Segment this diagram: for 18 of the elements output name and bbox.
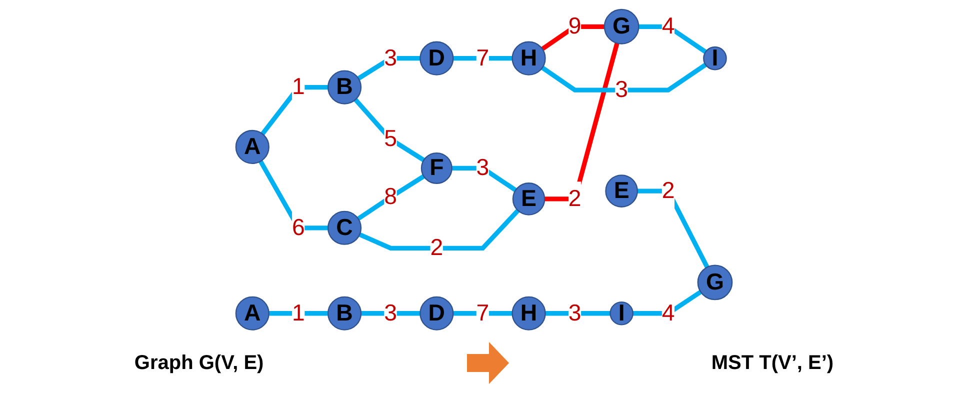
node-circle: D (420, 296, 454, 330)
node-circle: E (605, 174, 638, 208)
node-circle: B (327, 70, 362, 104)
node-circle: H (512, 41, 546, 76)
node-circle: I (610, 301, 634, 326)
node-circle: A (235, 130, 270, 164)
node-circle: H (512, 296, 546, 330)
node-circle: G (604, 8, 640, 44)
graph-caption: MST T(V’, E’) (711, 352, 834, 374)
node-circle: F (420, 152, 452, 184)
node-circle: B (327, 296, 362, 330)
node-circle: A (235, 296, 270, 330)
node-circle: E (512, 182, 546, 216)
node-circle: G (697, 264, 733, 300)
graph-caption: Graph G(V, E) (134, 352, 264, 374)
node-circle: I (703, 46, 727, 70)
node-circle: D (420, 41, 454, 76)
node-circle: C (327, 210, 362, 245)
